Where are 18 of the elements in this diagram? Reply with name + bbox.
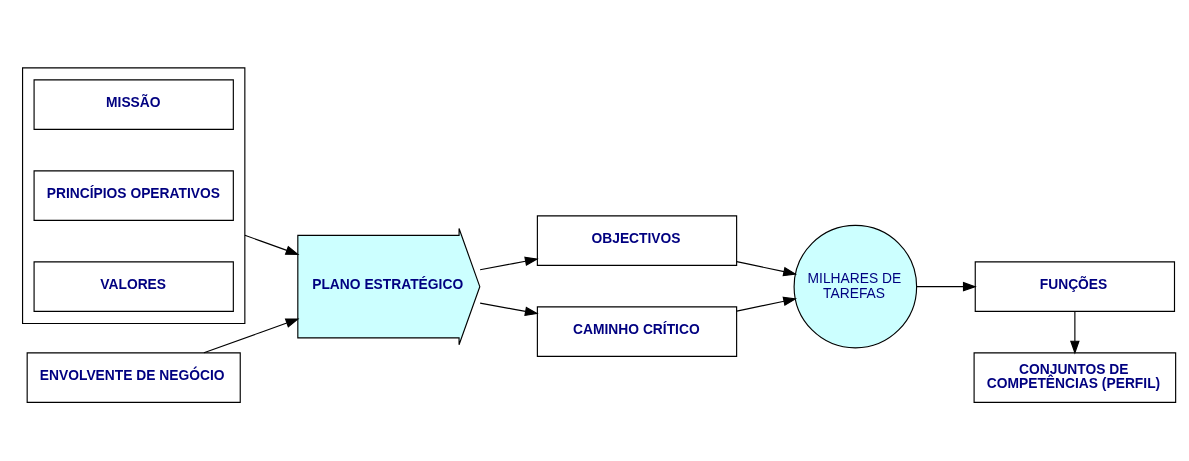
arrow [736,261,798,277]
node-box: ENVOLVENTE DE NEGÓCIO [26,352,241,403]
arrow [736,296,798,312]
node-circle: MILHARES DE TAREFAS [793,224,918,349]
node-box: PRINCÍPIOS OPERATIVOS [33,170,234,221]
arrow [479,302,539,317]
arrow [916,281,977,292]
arrow [244,234,300,255]
node-box: CONJUNTOS DE COMPETÊNCIAS (PERFIL) [973,352,1177,403]
arrow [203,318,300,354]
cluster [22,67,246,325]
node-box: CAMINHO CRÍTICO [536,306,738,357]
node-box: MISSÃO [33,79,234,130]
node-box: OBJECTIVOS [536,215,738,266]
arrow [479,256,539,271]
node-box: VALORES [33,261,234,312]
node-box: FUNÇÕES [974,261,1176,312]
arrow [1070,310,1080,355]
